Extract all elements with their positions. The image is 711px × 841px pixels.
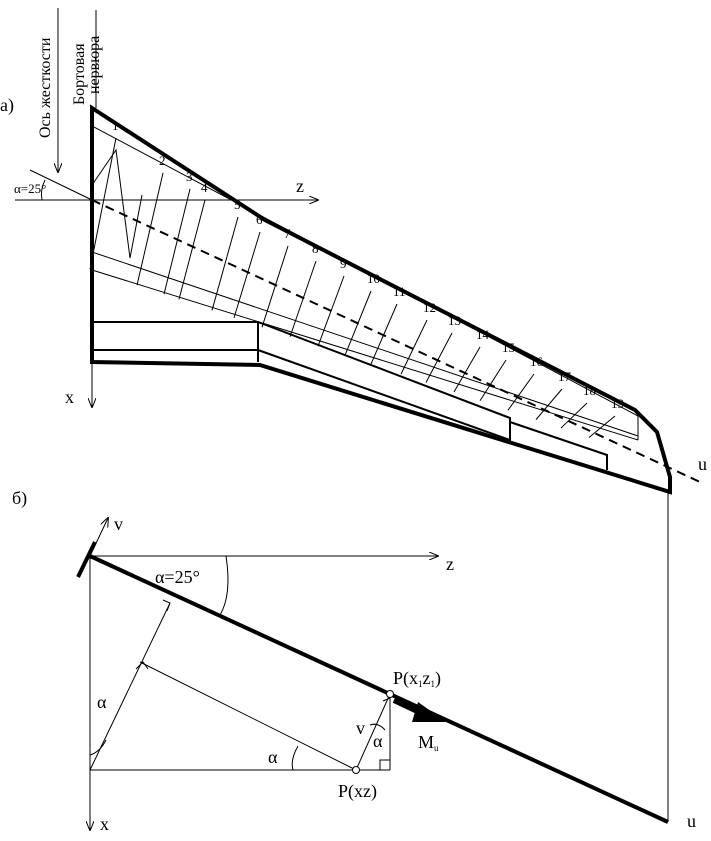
point-p-label: P(xz): [338, 781, 377, 802]
rib-number: 2: [159, 153, 166, 168]
wing-rib: [425, 332, 453, 383]
rib-number: 1: [112, 118, 119, 133]
rib-number: 12: [423, 300, 436, 315]
rib-number: 8: [312, 241, 319, 256]
wing-rib: [211, 216, 239, 311]
part-a-wing-plan: а) Ось жесткости Бортовая нервюра α=25° …: [0, 8, 707, 495]
wing-rib: [507, 373, 535, 411]
wing-rib: [479, 359, 507, 402]
wing-ribs: [89, 137, 616, 438]
rib-number: 14: [476, 327, 490, 342]
point-p: [352, 766, 360, 774]
axis-u-label-a: u: [698, 454, 707, 474]
angle-label-a: α=25°: [14, 181, 46, 196]
root-bracing: [91, 148, 143, 259]
angle-ref-line: [29, 169, 93, 201]
axis-u-label-b: u: [687, 811, 696, 831]
rib-number: 19: [611, 396, 624, 411]
axis-v-label-b: v: [114, 514, 123, 534]
stiffness-axis-dashed: [91, 199, 701, 483]
point-p1: [386, 690, 394, 698]
moment-label: Mu: [418, 732, 439, 753]
wing-rib: [370, 303, 398, 365]
wing-rib: [163, 188, 191, 295]
axis-z-label-b: z: [446, 554, 454, 574]
flap-inboard: [92, 321, 259, 362]
rib-number: 16: [530, 354, 544, 369]
point-p1-label: P(x1z1): [393, 668, 441, 689]
wing-rib: [588, 415, 616, 438]
alpha-left: α: [97, 692, 107, 712]
axis-z-label-a: z: [296, 176, 304, 196]
rib-number: 9: [340, 256, 347, 271]
alpha-mid: α: [268, 747, 278, 767]
axis-v-b: [89, 518, 108, 557]
axis-x-label-a: x: [65, 387, 74, 407]
alpha-right: α: [373, 731, 383, 751]
rib-number: 3: [186, 169, 193, 184]
v-label: v: [356, 718, 365, 738]
rib-number: 13: [448, 313, 461, 328]
wing-rib: [400, 319, 428, 375]
angle-arc-top: [219, 555, 229, 616]
rib-number: 11: [393, 284, 406, 299]
wing-rib: [535, 388, 563, 420]
side-rib-label-line2: нервюра: [86, 36, 103, 94]
angle-arc-left: [89, 739, 107, 756]
wing-rib: [178, 199, 206, 300]
u-axis-line: [89, 554, 669, 824]
stiffness-axis-label: Ось жесткости: [37, 37, 54, 138]
rib-number: 10: [367, 271, 380, 286]
part-b-geometry: б) v z x u α: [12, 488, 696, 834]
rib-number: 5: [234, 197, 241, 212]
flap-outboard: [257, 321, 511, 442]
rib-number: 6: [256, 212, 263, 227]
wing-rib: [560, 402, 588, 429]
angle-arc-right: [369, 723, 386, 731]
wing-outline: [90, 104, 672, 495]
moment-arrow-head: [412, 702, 446, 722]
aileron: [509, 421, 608, 470]
part-b-label: б): [12, 488, 27, 509]
wing-rib: [89, 137, 117, 270]
rib-number: 7: [284, 226, 291, 241]
wing-rib: [136, 172, 164, 286]
part-a-label: а): [0, 95, 14, 116]
wing-rib: [233, 231, 261, 318]
angle-arc-mid: [291, 745, 299, 771]
angle-label-top: α=25°: [155, 567, 200, 587]
rib-number: 4: [201, 180, 208, 195]
wing-rib: [261, 245, 289, 328]
axis-x-label-b: x: [100, 814, 109, 834]
angle-arc-a: [40, 179, 46, 201]
support-mark: [76, 541, 97, 578]
rib-number: 15: [502, 340, 515, 355]
side-rib-label-line1: Бортовая: [71, 43, 88, 105]
rib-number: 18: [583, 383, 596, 398]
rib-number: 17: [558, 369, 572, 384]
wing-rib: [453, 346, 481, 393]
